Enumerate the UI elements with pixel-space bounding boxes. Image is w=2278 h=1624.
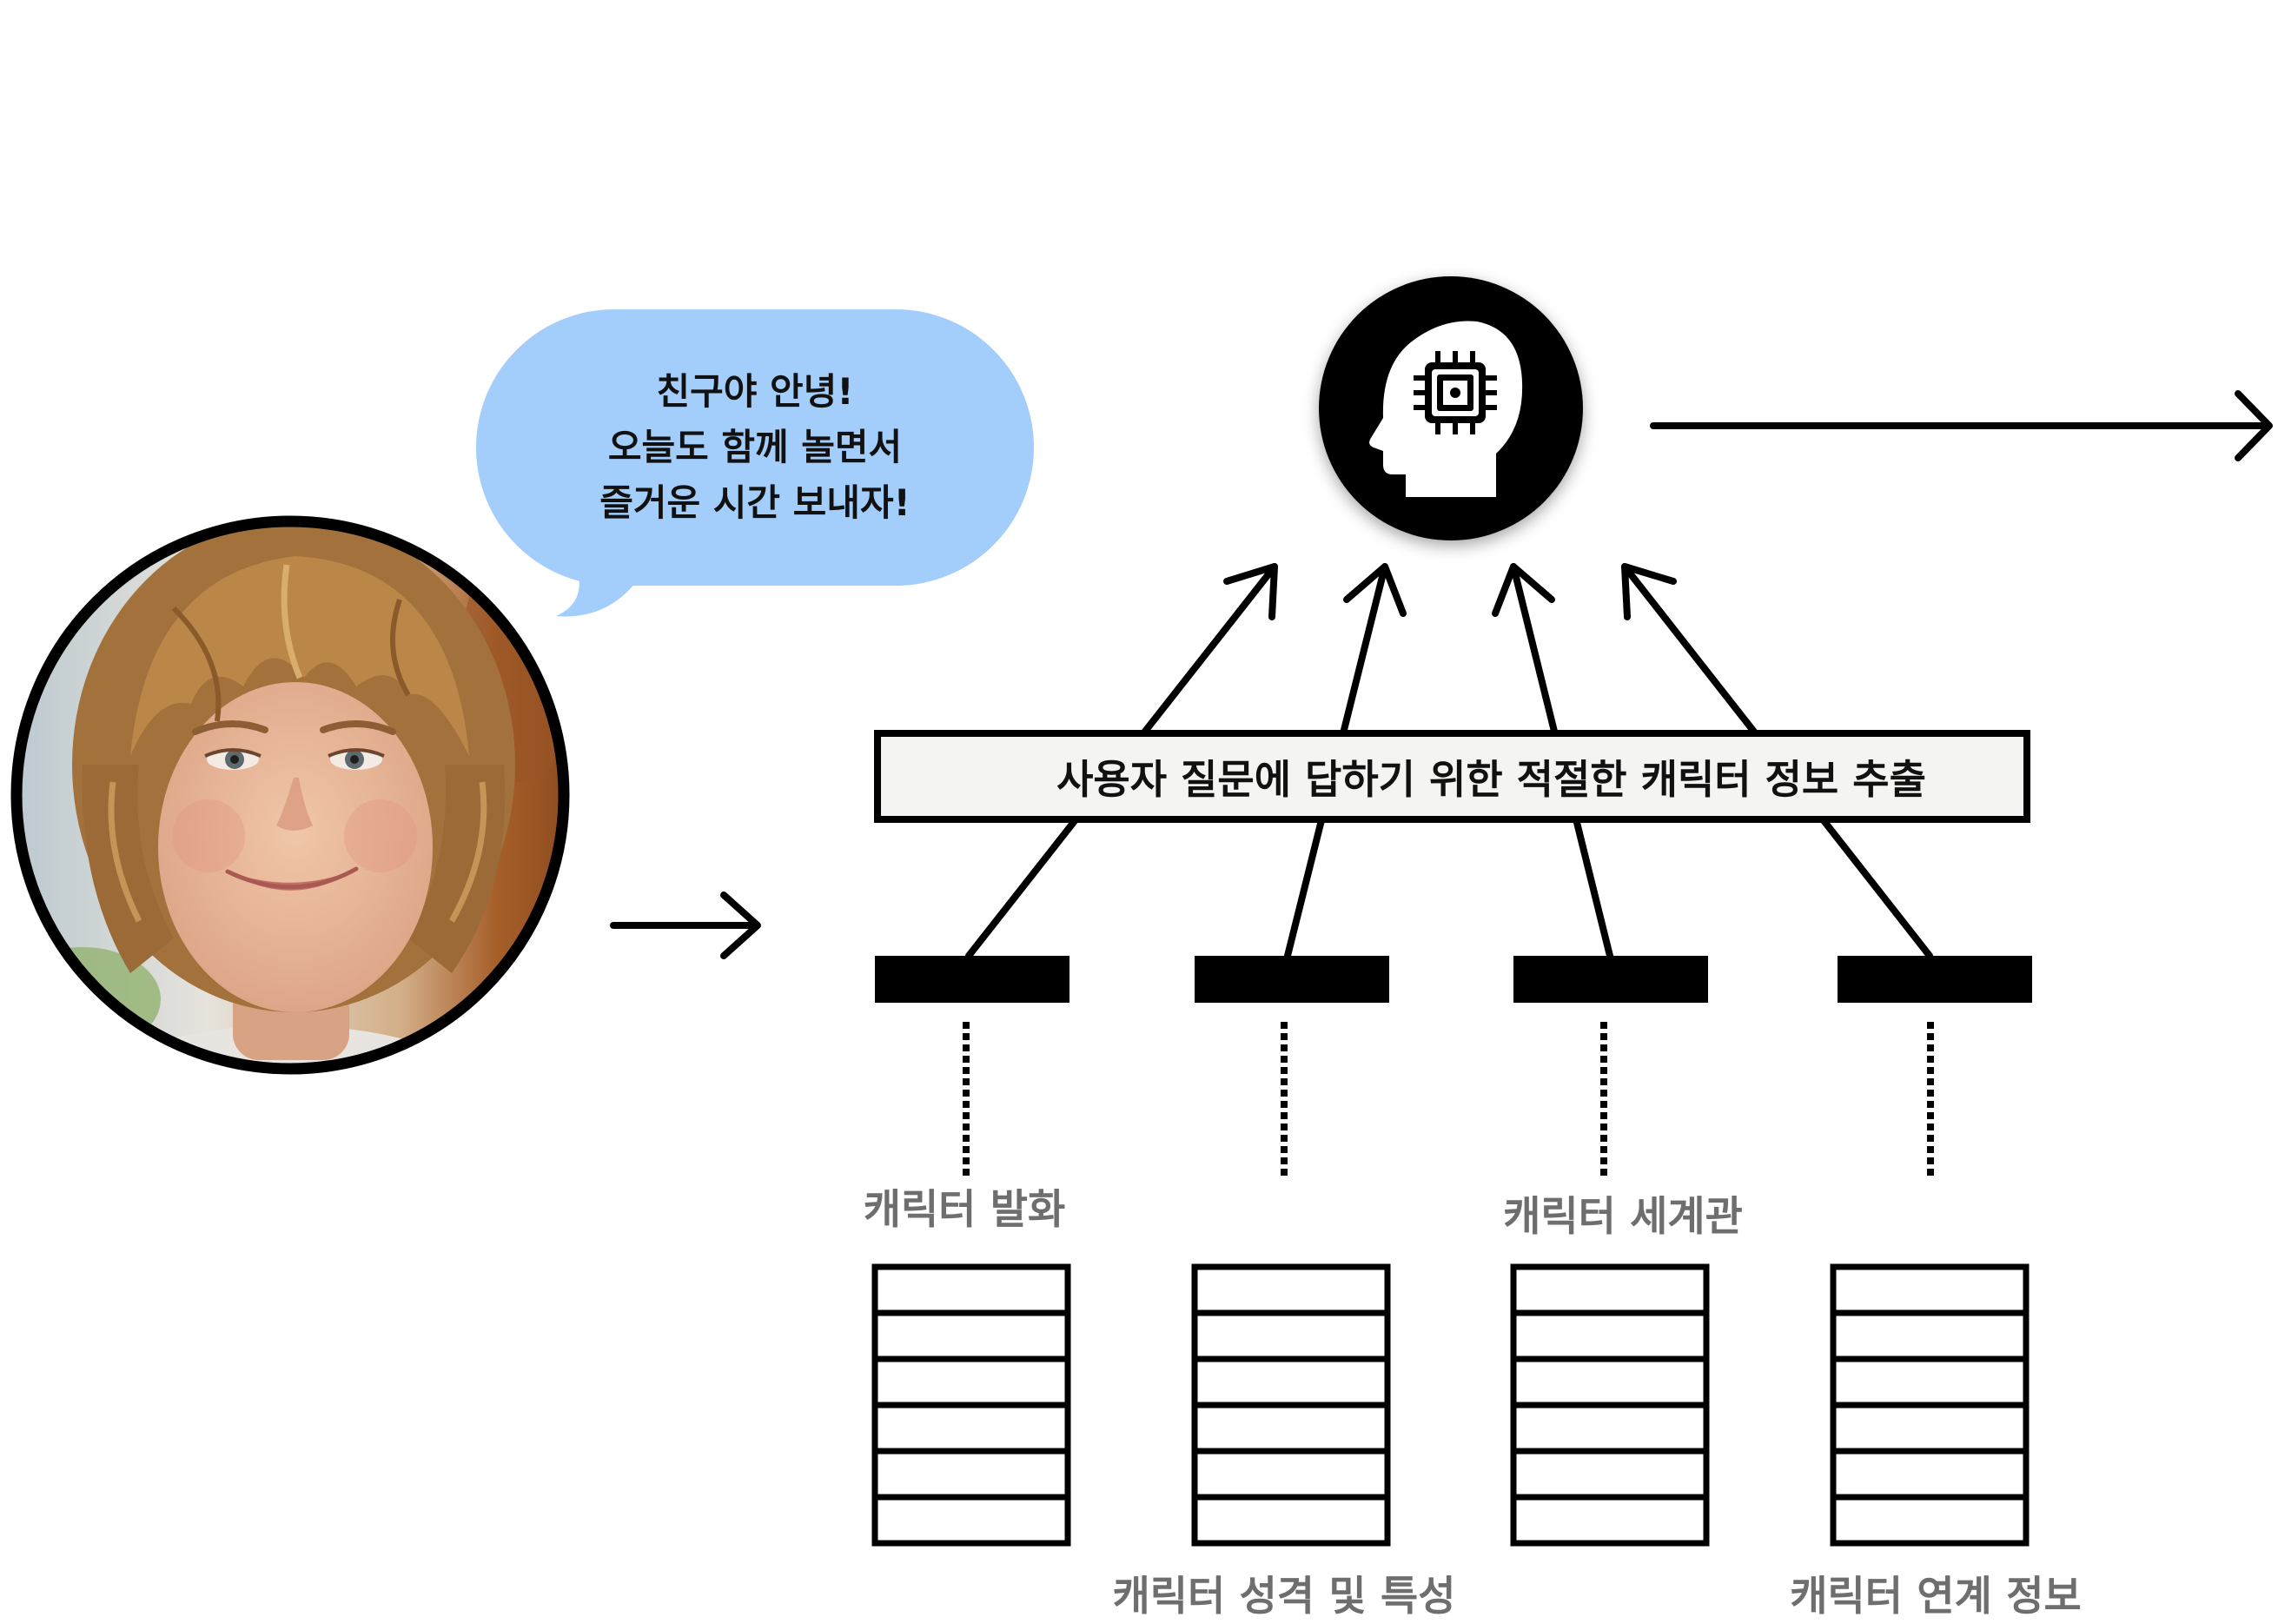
data-table-3-icon — [1510, 1263, 1710, 1547]
speech-bubble-line-1: 친구야 안녕! — [656, 370, 854, 413]
child-photo-frame — [10, 515, 570, 1075]
source-label-worldview: 캐릭터 세계관 — [1503, 1193, 1743, 1241]
source-bar-3 — [1513, 956, 1708, 1003]
extraction-box-label: 사용자 질문에 답하기 위한 적절한 캐릭터 정보 추출 — [1056, 755, 1926, 803]
speech-bubble-line-2: 오늘도 함께 놀면서 — [607, 426, 903, 468]
source-bar-1 — [875, 956, 1069, 1003]
extraction-box — [874, 730, 2030, 823]
source-bar-4 — [1838, 956, 2032, 1003]
speech-bubble-tail — [556, 563, 641, 617]
user-to-extraction-arrow-icon — [610, 892, 761, 959]
speech-bubble — [476, 309, 1034, 617]
data-table-1-icon — [871, 1263, 1071, 1547]
data-table-2-icon — [1191, 1263, 1391, 1547]
source-label-personality: 캐릭터 성격 및 특성 — [1112, 1573, 1456, 1621]
data-table-4-icon — [1830, 1263, 2030, 1547]
ai-head-chip-icon — [1319, 276, 1583, 540]
child-photo — [10, 515, 570, 1075]
speech-bubble-text: 친구야 안녕! 오늘도 함께 놀면서 즐거운 시간 보내자! — [476, 309, 1034, 586]
source-label-utterance: 캐릭터 발화 — [863, 1186, 1066, 1234]
output-arrow-icon — [1650, 390, 2273, 461]
source-bar-2 — [1195, 956, 1389, 1003]
source-label-relations: 캐릭터 연계 정보 — [1790, 1573, 2082, 1621]
speech-bubble-line-3: 즐거운 시간 보내자! — [599, 481, 911, 524]
